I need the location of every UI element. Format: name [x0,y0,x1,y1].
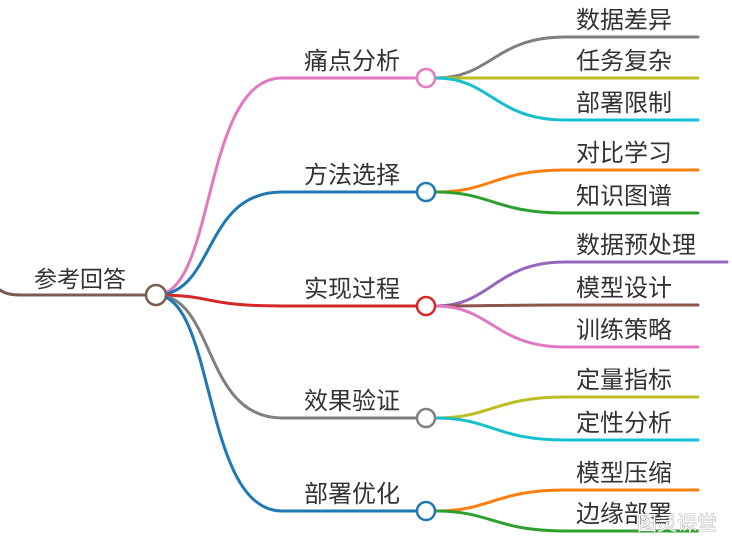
leaf-label-2-0: 数据预处理 [576,231,696,259]
edge-root-to-branch-1 [154,190,428,297]
leaf-label-1-1: 知识图谱 [576,182,672,210]
leaf-label-4-1: 边缘部署 [576,500,672,528]
leaf-label-3-0: 定量指标 [576,366,672,394]
edge-branch-2-to-leaf-2 [434,304,700,349]
leaf-label-4-0: 模型压缩 [576,459,672,487]
branch-node-4[interactable] [415,500,437,522]
branch-node-0[interactable] [415,67,437,89]
root-underline [0,288,148,297]
branch-label-3: 效果验证 [304,387,400,415]
watermark-text: 图灵课堂 [637,511,717,535]
branch-label-4: 部署优化 [304,480,400,508]
leaf-label-2-1: 模型设计 [576,274,672,302]
branch-label-1: 方法选择 [304,161,400,189]
branch-node-2[interactable] [415,295,437,317]
root-node[interactable] [144,283,168,307]
leaf-label-2-2: 训练策略 [576,316,672,344]
branch-node-3[interactable] [415,407,437,429]
root-label: 参考回答 [34,267,126,293]
edge-branch-0-to-leaf-2 [434,76,700,122]
edge-branch-3-to-leaf-1 [434,416,700,442]
leaf-label-0-2: 部署限制 [576,89,672,117]
edge-branch-1-to-leaf-1 [434,190,700,215]
branch-label-2: 实现过程 [304,275,400,303]
edges-layer [0,35,729,533]
edge-root-to-branch-3 [154,293,428,420]
edge-branch-4-to-leaf-0 [434,488,700,513]
edge-branch-2-to-leaf-0 [434,260,729,308]
edge-root-to-branch-4 [154,293,428,513]
edge-branch-2-to-leaf-1 [434,303,700,308]
edge-root-to-branch-0 [154,76,428,297]
edge-branch-0-to-leaf-0 [434,35,700,80]
edge-branch-3-to-leaf-0 [434,395,700,420]
branch-node-1[interactable] [415,181,437,203]
edge-branch-1-to-leaf-0 [434,168,700,194]
leaf-label-0-0: 数据差异 [576,6,672,34]
leaf-label-0-1: 任务复杂 [576,47,672,75]
leaf-label-3-1: 定性分析 [576,409,672,437]
edge-branch-4-to-leaf-1 [434,509,700,533]
branch-label-0: 痛点分析 [304,47,400,75]
leaf-label-1-0: 对比学习 [576,139,672,167]
edge-root-to-branch-2 [154,293,428,308]
nodes-layer [144,67,437,522]
